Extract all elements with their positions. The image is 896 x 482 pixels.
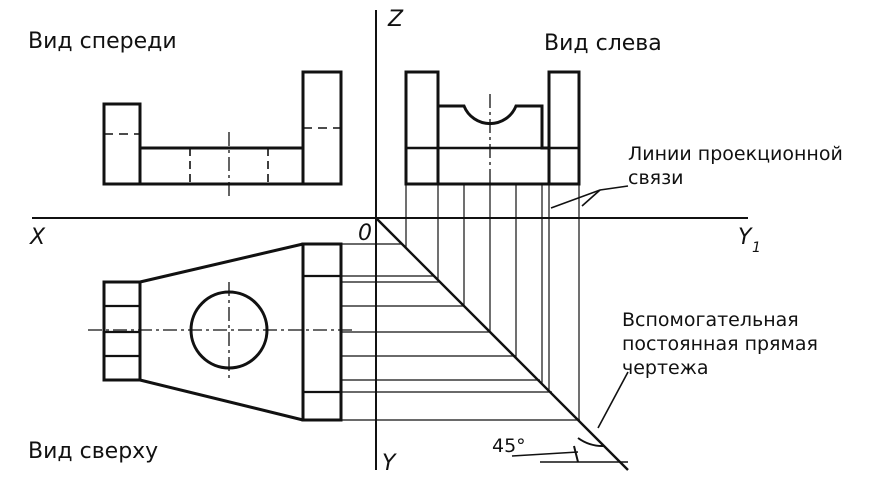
side-view-label: Вид слева bbox=[544, 31, 662, 56]
front-base bbox=[138, 146, 305, 186]
note-projection-line-2: связи bbox=[628, 167, 684, 189]
note-auxiliary-line-1: Вспомогательная bbox=[622, 309, 799, 331]
leaders bbox=[511, 185, 629, 457]
leader-projection-2 bbox=[581, 189, 601, 207]
front-view bbox=[102, 70, 343, 198]
axis-y1-subscript: 1 bbox=[752, 240, 761, 256]
axis-y1-label: Y bbox=[738, 225, 753, 250]
note-auxiliary-line-3: чертежа bbox=[622, 357, 709, 379]
axes bbox=[32, 10, 748, 470]
front-view-label: Вид спереди bbox=[28, 29, 177, 54]
projection-lines bbox=[341, 184, 580, 421]
constant-line bbox=[375, 217, 629, 471]
side-left-post bbox=[404, 70, 440, 186]
angle-arc bbox=[577, 437, 605, 448]
side-view bbox=[404, 70, 581, 186]
note-projection-line-1: Линии проекционной bbox=[628, 143, 843, 165]
side-cradle bbox=[436, 104, 549, 184]
top-view bbox=[88, 242, 356, 422]
side-right-post bbox=[547, 70, 581, 186]
note-auxiliary-line-2: постоянная прямая bbox=[622, 333, 818, 355]
leader-projection-1 bbox=[550, 185, 629, 209]
axis-y-label: Y bbox=[382, 451, 397, 476]
axis-x-label: X bbox=[29, 225, 46, 250]
leader-angle bbox=[511, 451, 579, 457]
top-tapered-plate bbox=[139, 242, 304, 422]
angle-tick bbox=[573, 445, 579, 463]
axis-z-label: Z bbox=[387, 7, 404, 32]
angle-label: 45° bbox=[492, 435, 526, 457]
leader-auxiliary bbox=[597, 371, 629, 429]
top-view-label: Вид сверху bbox=[28, 439, 158, 464]
origin-label: 0 bbox=[358, 221, 372, 246]
auxiliary-45-line bbox=[375, 217, 629, 471]
front-left-post bbox=[102, 102, 142, 186]
top-right-block bbox=[301, 242, 343, 422]
top-hole bbox=[189, 290, 269, 370]
